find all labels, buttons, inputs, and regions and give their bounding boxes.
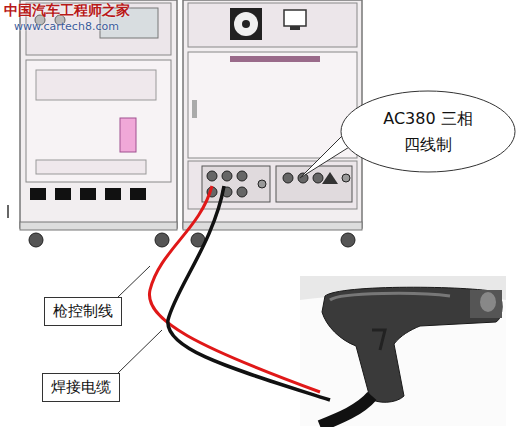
- node-text: 焊接电缆: [51, 378, 111, 397]
- watermark-url: www.cartech8.com: [14, 20, 119, 33]
- label-box: 枪控制线: [44, 297, 122, 326]
- node-text: AC380 三相四线制: [378, 106, 478, 157]
- node-text: 枪控制线: [53, 302, 113, 321]
- ellipse-outline: [340, 90, 516, 173]
- watermark: 中国汽车工程师之家: [4, 2, 130, 20]
- label-box: 焊接电缆: [42, 373, 120, 402]
- callout-ellipse: AC380 三相四线制: [340, 90, 516, 173]
